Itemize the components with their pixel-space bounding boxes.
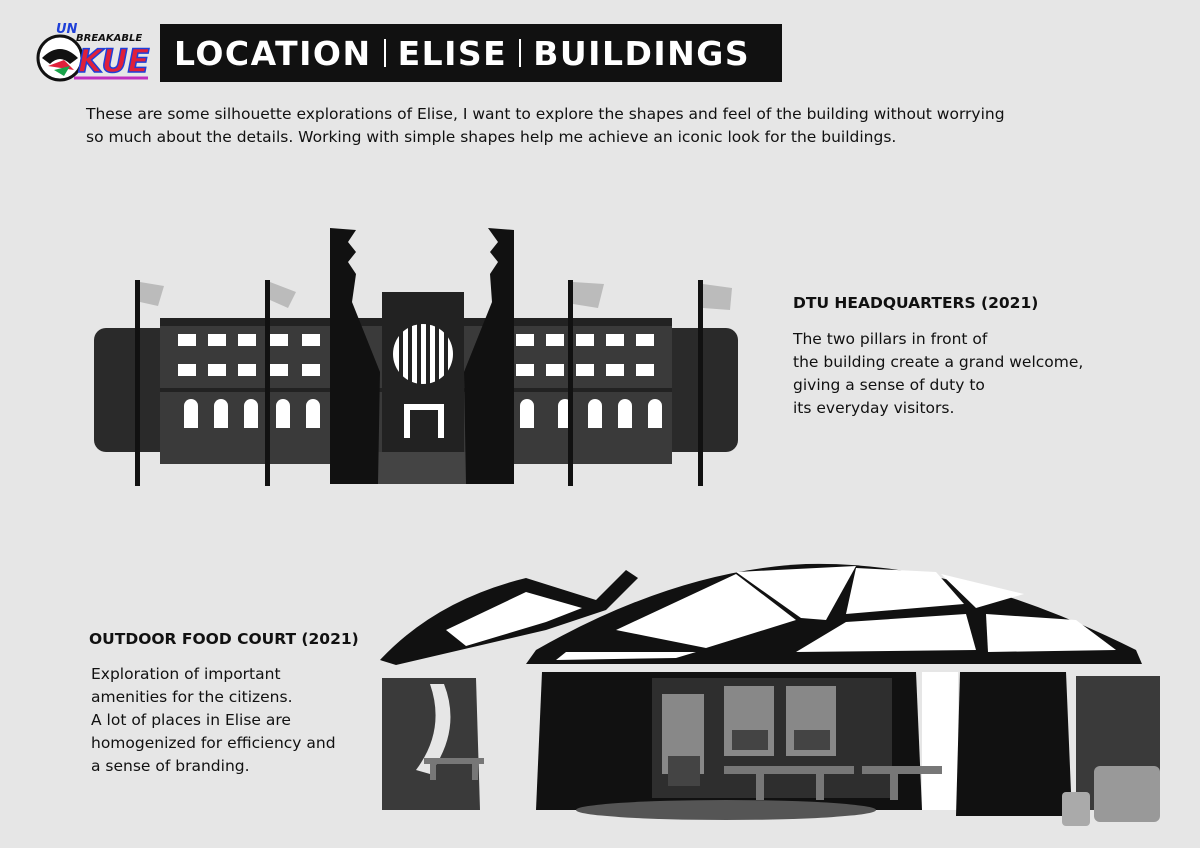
food-court-description: Exploration of important amenities for t… xyxy=(91,665,336,775)
svg-text:KUE: KUE xyxy=(78,42,150,80)
title-buildings: BUILDINGS xyxy=(533,33,751,73)
title-separator xyxy=(519,39,522,67)
page-title-bar: LOCATION ELISE BUILDINGS xyxy=(160,24,782,82)
food-court-title: OUTDOOR FOOD COURT (2021) xyxy=(89,630,359,648)
svg-text:UN: UN xyxy=(56,22,78,37)
hq-title: DTU HEADQUARTERS (2021) xyxy=(793,294,1039,312)
hq-description: The two pillars in front of the building… xyxy=(793,330,1084,417)
unbreakable-kue-logo: UN BREAKABLE KUE xyxy=(36,22,150,82)
title-separator xyxy=(383,39,386,67)
title-location: LOCATION xyxy=(174,33,372,73)
dtu-headquarters-illustration xyxy=(94,228,738,486)
food-court-illustration xyxy=(380,563,1160,826)
intro-text: These are some silhouette explorations o… xyxy=(86,105,1005,146)
svg-text:BREAKABLE: BREAKABLE xyxy=(76,33,142,44)
title-elise: ELISE xyxy=(397,33,508,73)
